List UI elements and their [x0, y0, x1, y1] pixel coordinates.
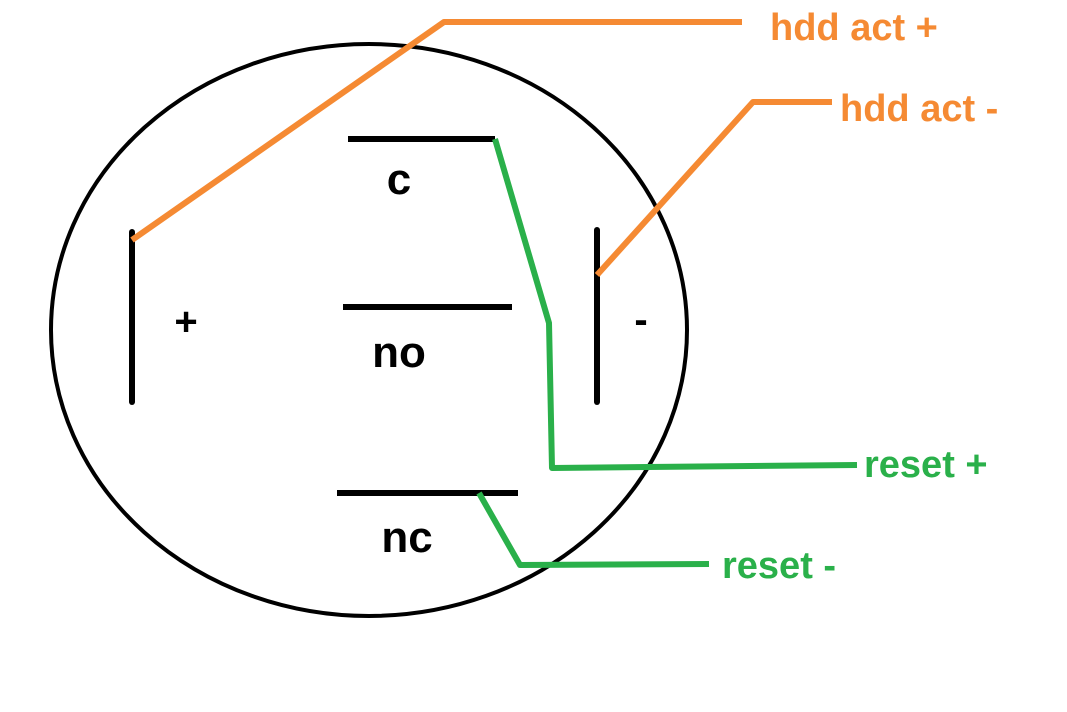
- switch-body-outline: [49, 42, 689, 618]
- reset-minus-wire: [476, 491, 710, 568]
- reset-plus-label: reset +: [864, 444, 988, 486]
- led-plus-label: +: [174, 300, 197, 344]
- terminal-no-label: no: [372, 328, 426, 377]
- led-minus-label: -: [634, 298, 647, 342]
- terminal-nc-label: nc: [381, 513, 432, 562]
- hdd-act-plus-wire: [130, 19, 742, 243]
- hdd-act-plus-label: hdd act +: [770, 7, 938, 49]
- hdd-act-minus-label: hdd act -: [840, 88, 998, 130]
- terminal-c-label: c: [387, 155, 411, 204]
- hdd-act-minus-wire: [594, 99, 832, 278]
- reset-minus-label: reset -: [722, 545, 836, 587]
- reset-plus-wire: [492, 138, 858, 471]
